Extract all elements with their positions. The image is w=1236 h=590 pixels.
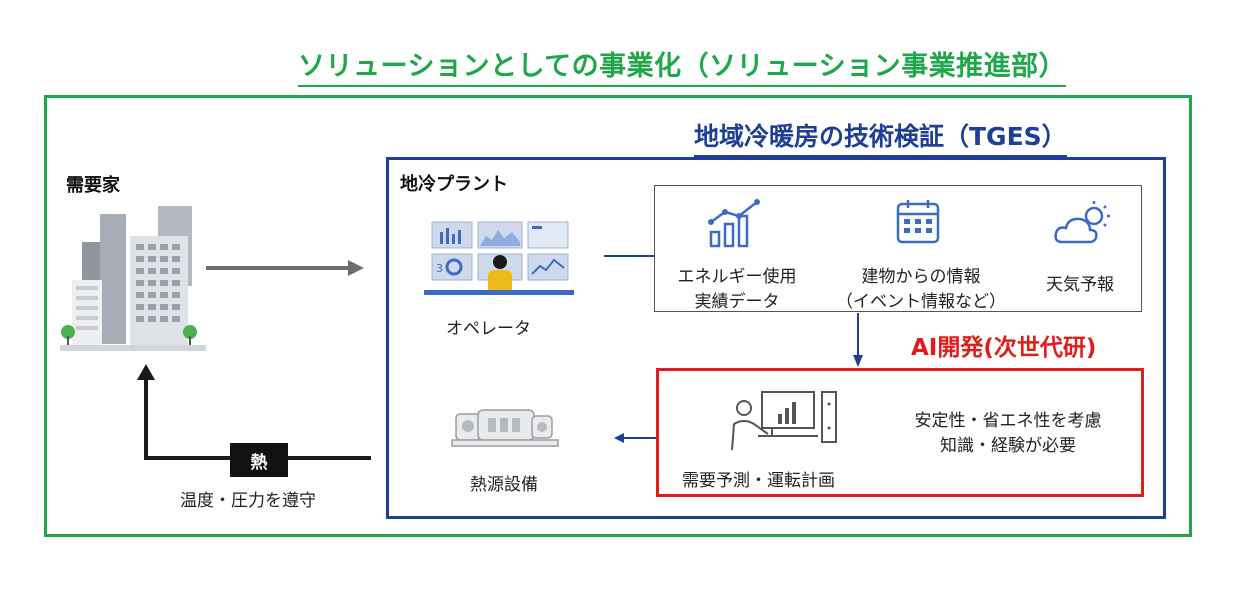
plant-frame <box>386 157 1166 519</box>
weather-icon <box>1054 201 1110 244</box>
data-sources-box <box>654 185 1142 312</box>
operator-dashboard-icon: 3 <box>424 221 574 295</box>
calendar-icon <box>896 200 940 244</box>
heat-badge: 熱 <box>230 443 288 477</box>
energy-data-line1: エネルギー使用 <box>677 267 797 287</box>
solution-title: ソリューションとしての事業化（ソリューション事業推進部） <box>298 44 1067 87</box>
chart-line-bar-icon <box>708 199 760 248</box>
building-info-line1: 建物からの情報 <box>861 267 981 287</box>
heat-return-caption: 温度・圧力を遵守 <box>180 491 316 511</box>
building-info-caption: 建物からの情報 （イベント情報など） <box>818 262 1024 312</box>
verification-title: 地域冷暖房の技術検証（TGES） <box>694 117 1067 157</box>
energy-data-line2: 実績データ <box>694 292 780 312</box>
ai-note-line2: 知識・経験が必要 <box>940 436 1076 456</box>
connector-line <box>604 255 654 257</box>
customer-label: 需要家 <box>66 175 120 196</box>
ai-development-label: AI開発(次世代研) <box>911 335 1097 361</box>
solution-frame <box>44 95 1192 537</box>
forecast-caption: 需要予測・運転計画 <box>682 471 835 491</box>
person-computer-icon <box>731 391 837 451</box>
svg-text:3: 3 <box>436 262 443 275</box>
weather-caption: 天気予報 <box>1046 275 1114 295</box>
arrow-to-ai-icon <box>853 313 863 367</box>
plant-label: 地冷プラント <box>400 174 508 195</box>
arrow-to-plant-icon <box>206 260 364 276</box>
operator-caption: オペレータ <box>446 319 531 339</box>
energy-data-caption: エネルギー使用 実績データ <box>662 262 812 312</box>
arrow-to-heat-source-icon <box>614 433 656 443</box>
ai-note: 安定性・省エネ性を考慮 知識・経験が必要 <box>888 406 1128 456</box>
buildings-icon <box>60 206 206 351</box>
building-info-line2: （イベント情報など） <box>836 292 1006 312</box>
heat-return-arrow-icon <box>137 364 371 460</box>
ai-box <box>656 368 1144 497</box>
ai-note-line1: 安定性・省エネ性を考慮 <box>914 411 1102 431</box>
heat-source-caption: 熱源設備 <box>470 475 538 495</box>
heat-source-equipment-icon <box>451 409 559 447</box>
